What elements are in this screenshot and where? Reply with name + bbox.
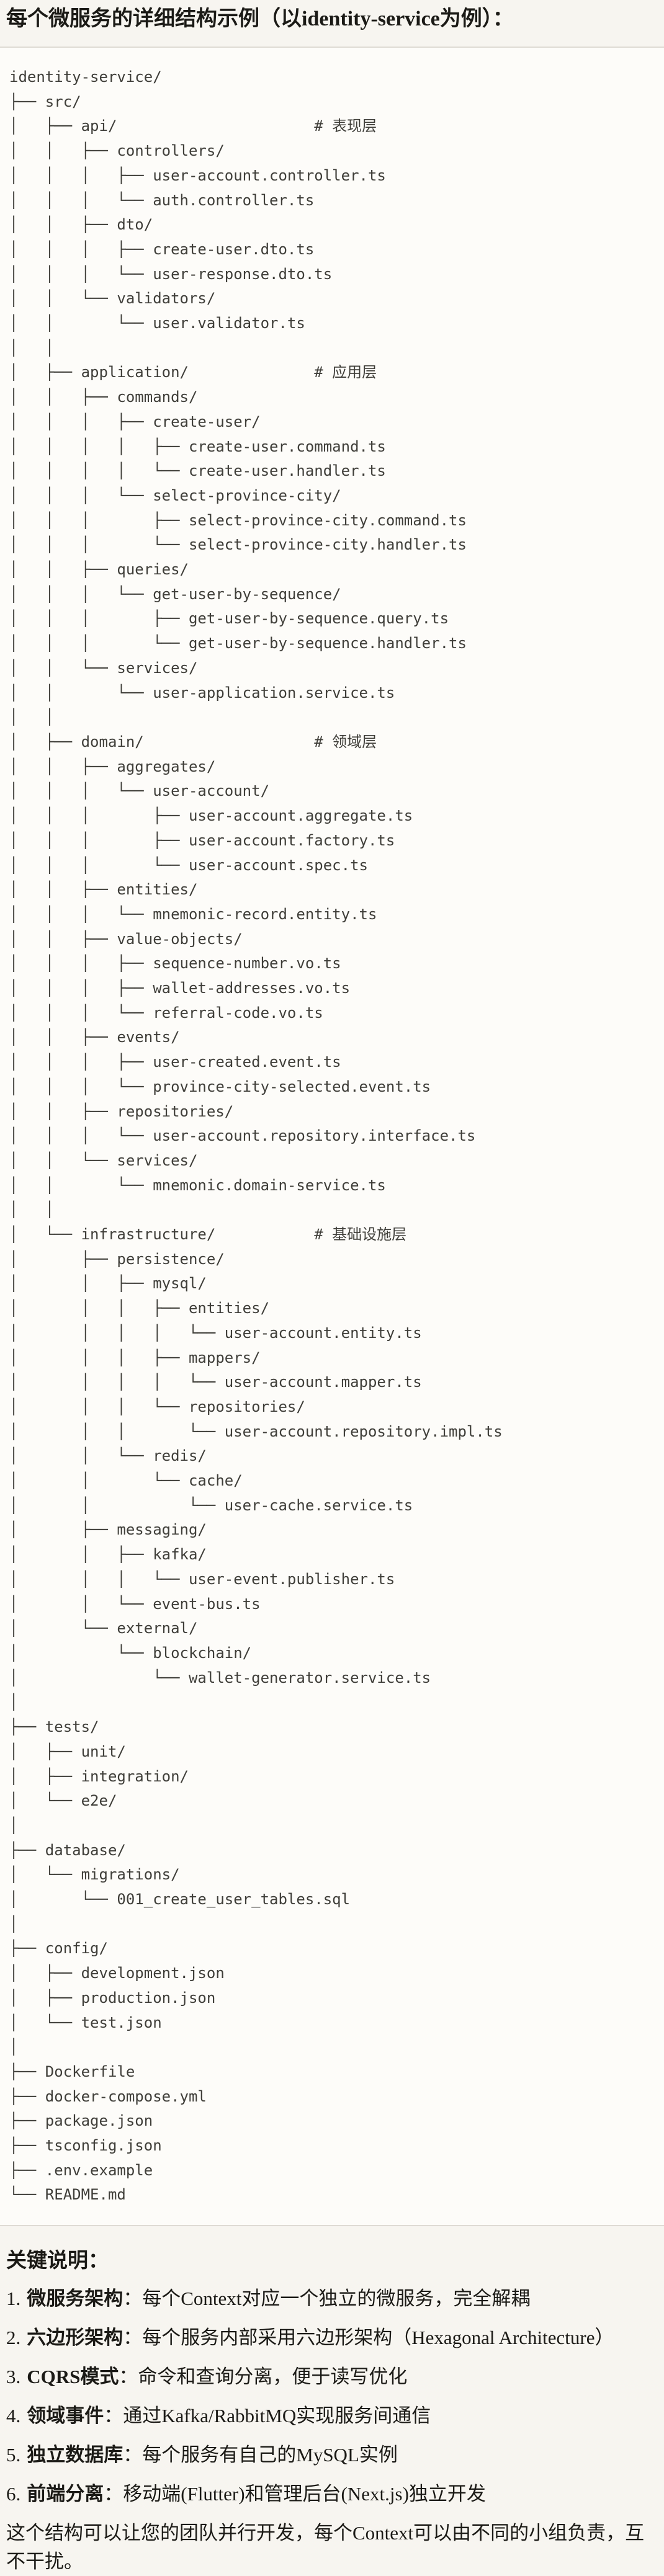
note-item: 3. CQRS模式：命令和查询分离，便于读写优化 — [6, 2363, 658, 2391]
closing-paragraph: 这个结构可以让您的团队并行开发，每个Context可以由不同的小组负责，互不干扰… — [6, 2522, 645, 2573]
note-text: ：通过Kafka/RabbitMQ实现服务间通信 — [104, 2405, 431, 2427]
note-item: 5. 独立数据库：每个服务有自己的MySQL实例 — [6, 2441, 658, 2469]
note-item: 4. 领域事件：通过Kafka/RabbitMQ实现服务间通信 — [6, 2402, 658, 2430]
note-number: 1. — [6, 2288, 21, 2310]
note-label: 六边形架构 — [27, 2327, 123, 2349]
notes-list: 1. 微服务架构：每个Context对应一个独立的微服务，完全解耦 2. 六边形架构… — [6, 2284, 658, 2508]
note-number: 5. — [6, 2444, 21, 2466]
note-label: 独立数据库 — [27, 2444, 123, 2466]
note-label: 前端分离 — [27, 2483, 104, 2505]
note-label: CQRS模式 — [27, 2366, 119, 2388]
note-number: 2. — [6, 2327, 21, 2349]
code-block: identity-service/ ├── src/ │ ├── api/ # … — [0, 47, 664, 2227]
note-item: 1. 微服务架构：每个Context对应一个独立的微服务，完全解耦 — [6, 2284, 658, 2313]
note-number: 3. — [6, 2366, 21, 2388]
directory-tree: identity-service/ ├── src/ │ ├── api/ # … — [9, 68, 503, 2204]
note-text: ：每个服务内部采用六边形架构（Hexagonal Architecture） — [123, 2327, 614, 2349]
notes-section: 关键说明： 1. 微服务架构：每个Context对应一个独立的微服务，完全解耦 2… — [0, 2246, 664, 2576]
note-text: ：命令和查询分离，便于读写优化 — [119, 2366, 408, 2388]
page-title: 每个微服务的详细结构示例（以identity-service为例）： — [6, 7, 514, 30]
notes-heading: 关键说明： — [6, 2250, 109, 2273]
note-number: 6. — [6, 2483, 21, 2505]
note-text: ：每个Context对应一个独立的微服务，完全解耦 — [123, 2288, 531, 2310]
note-item: 2. 六边形架构：每个服务内部采用六边形架构（Hexagonal Architec… — [6, 2324, 658, 2352]
note-label: 领域事件 — [27, 2405, 104, 2427]
note-item: 6. 前端分离：移动端(Flutter)和管理后台(Next.js)独立开发 — [6, 2480, 658, 2508]
note-number: 4. — [6, 2405, 21, 2427]
note-text: ：每个服务有自己的MySQL实例 — [123, 2444, 398, 2466]
note-label: 微服务架构 — [27, 2288, 123, 2310]
note-text: ：移动端(Flutter)和管理后台(Next.js)独立开发 — [104, 2483, 486, 2505]
